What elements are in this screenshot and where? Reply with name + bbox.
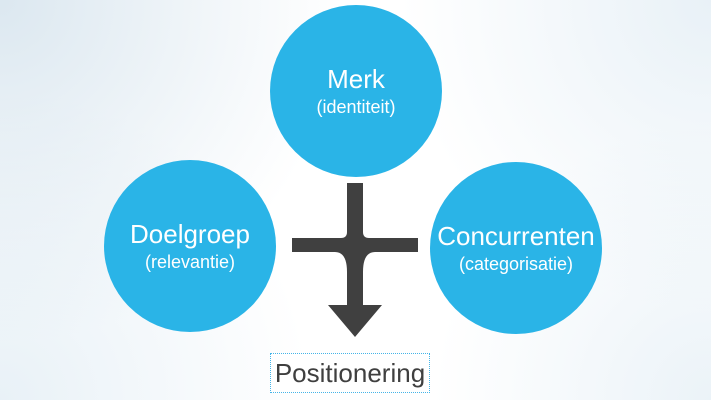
circle-doelgroep-sublabel: (relevantie)	[144, 251, 236, 272]
circle-doelgroep: Doelgroep (relevantie)	[104, 160, 276, 332]
circle-concurrenten: Concurrenten (categorisatie)	[430, 162, 602, 334]
merge-arrow-icon	[292, 183, 418, 337]
circle-concurrenten-label: Concurrenten	[437, 220, 595, 251]
circle-merk-sublabel: (identiteit)	[316, 96, 396, 117]
positionering-textbox[interactable]: Positionering	[270, 353, 430, 393]
circle-merk: Merk (identiteit)	[270, 5, 442, 177]
positionering-label: Positionering	[274, 357, 426, 388]
circle-merk-label: Merk	[327, 63, 385, 94]
circle-doelgroep-label: Doelgroep	[130, 218, 250, 249]
circle-concurrenten-sublabel: (categorisatie)	[458, 253, 574, 274]
